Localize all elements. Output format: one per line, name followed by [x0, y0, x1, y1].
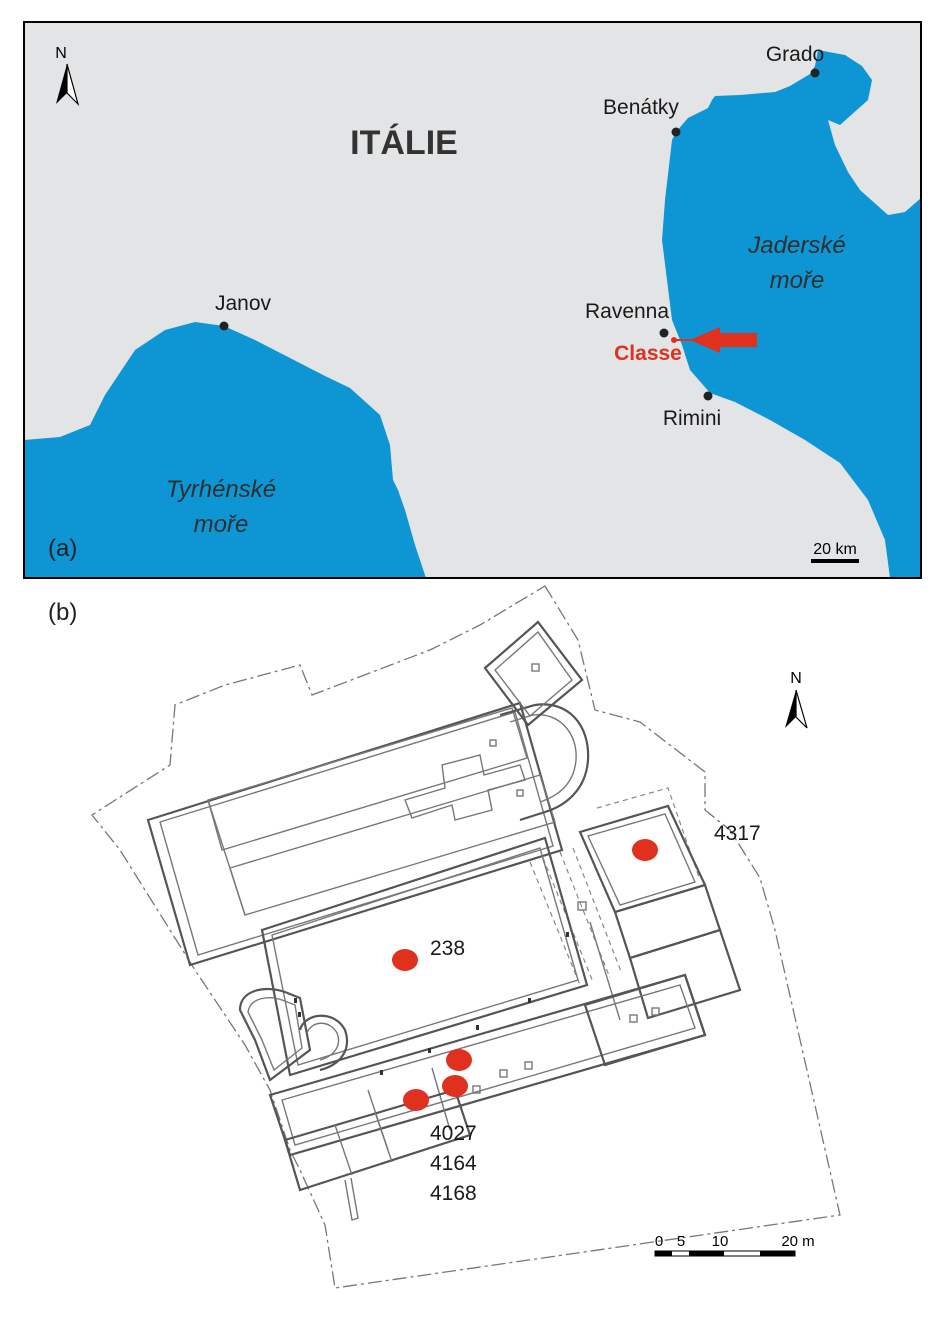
grado-dot [810, 68, 820, 78]
scale-tick-20: 20 m [781, 1233, 814, 1250]
pier-marks [294, 932, 569, 1075]
map-frame [23, 21, 922, 579]
janov-label: Janov [215, 292, 272, 315]
sample-label-4027: 4027 [430, 1122, 477, 1145]
west-chapel [238, 988, 312, 1082]
benatky-dot [671, 127, 681, 137]
sample-marker-238 [392, 949, 418, 971]
classe-label: Classe [614, 342, 682, 365]
rimini-label: Rimini [663, 407, 721, 430]
sample-label-238: 238 [430, 937, 465, 960]
west-chapel-apse [298, 1014, 348, 1072]
southwest-block [283, 1088, 472, 1192]
scale-tick-0: 0 [655, 1233, 663, 1250]
north-arrow-plan-icon: N [785, 670, 808, 729]
panel-a-label: (a) [48, 535, 77, 562]
north-arrow-icon: N [55, 45, 80, 107]
ravenna-dot [659, 328, 669, 338]
sample-label-4168: 4168 [430, 1182, 477, 1205]
scale-tick-5: 5 [677, 1233, 685, 1250]
bell-tower [483, 620, 584, 727]
benatky-label: Benátky [603, 96, 679, 119]
rimini-dot [703, 391, 713, 401]
nave-aisle-south [229, 774, 556, 916]
nave-outer [146, 701, 564, 967]
classe-dot [671, 337, 677, 343]
janov-dot [219, 321, 229, 331]
tyrrhenian-label-2: moře [194, 511, 249, 538]
sample-marker-c [403, 1089, 429, 1111]
nave-aisle-north [207, 707, 528, 851]
ravenna-label: Ravenna [585, 300, 669, 323]
panel-b-label: (b) [48, 599, 77, 626]
cross-feature [404, 754, 526, 821]
sample-label-4164: 4164 [430, 1152, 477, 1175]
map-scale-label: 20 km [813, 541, 857, 558]
sample-label-4317: 4317 [714, 822, 761, 845]
map-scale-bar: 20 km [811, 541, 859, 563]
plan-panel: (b) [48, 585, 841, 1289]
sample-marker-a [446, 1049, 472, 1071]
plan-scale-bar: 0 5 10 20 m [654, 1233, 815, 1257]
north-label: N [55, 45, 67, 62]
courtyard [260, 836, 589, 1077]
adriatic-sea [662, 22, 921, 578]
nave-inner [159, 711, 554, 956]
apse [499, 703, 590, 822]
grado-label: Grado [766, 43, 824, 66]
tyrrhenian-label-1: Tyrhénské [166, 476, 276, 503]
scale-tick-10: 10 [712, 1233, 729, 1250]
country-label: ITÁLIE [350, 124, 458, 162]
sample-marker-b [442, 1075, 468, 1097]
southeast-room [583, 973, 707, 1067]
sample-marker-4317 [632, 839, 658, 861]
site-boundary [91, 585, 841, 1289]
south-range [268, 973, 707, 1157]
adriatic-label-1: Jaderské [747, 232, 845, 259]
adriatic-label-2: moře [770, 267, 825, 294]
classe-arrow-icon [676, 327, 757, 353]
tyrrhenian-sea [24, 322, 426, 578]
plan-north-label: N [790, 670, 802, 687]
map-panel: N ITÁLIE Grado Benátky Janov Ravenna Cla… [23, 21, 922, 579]
